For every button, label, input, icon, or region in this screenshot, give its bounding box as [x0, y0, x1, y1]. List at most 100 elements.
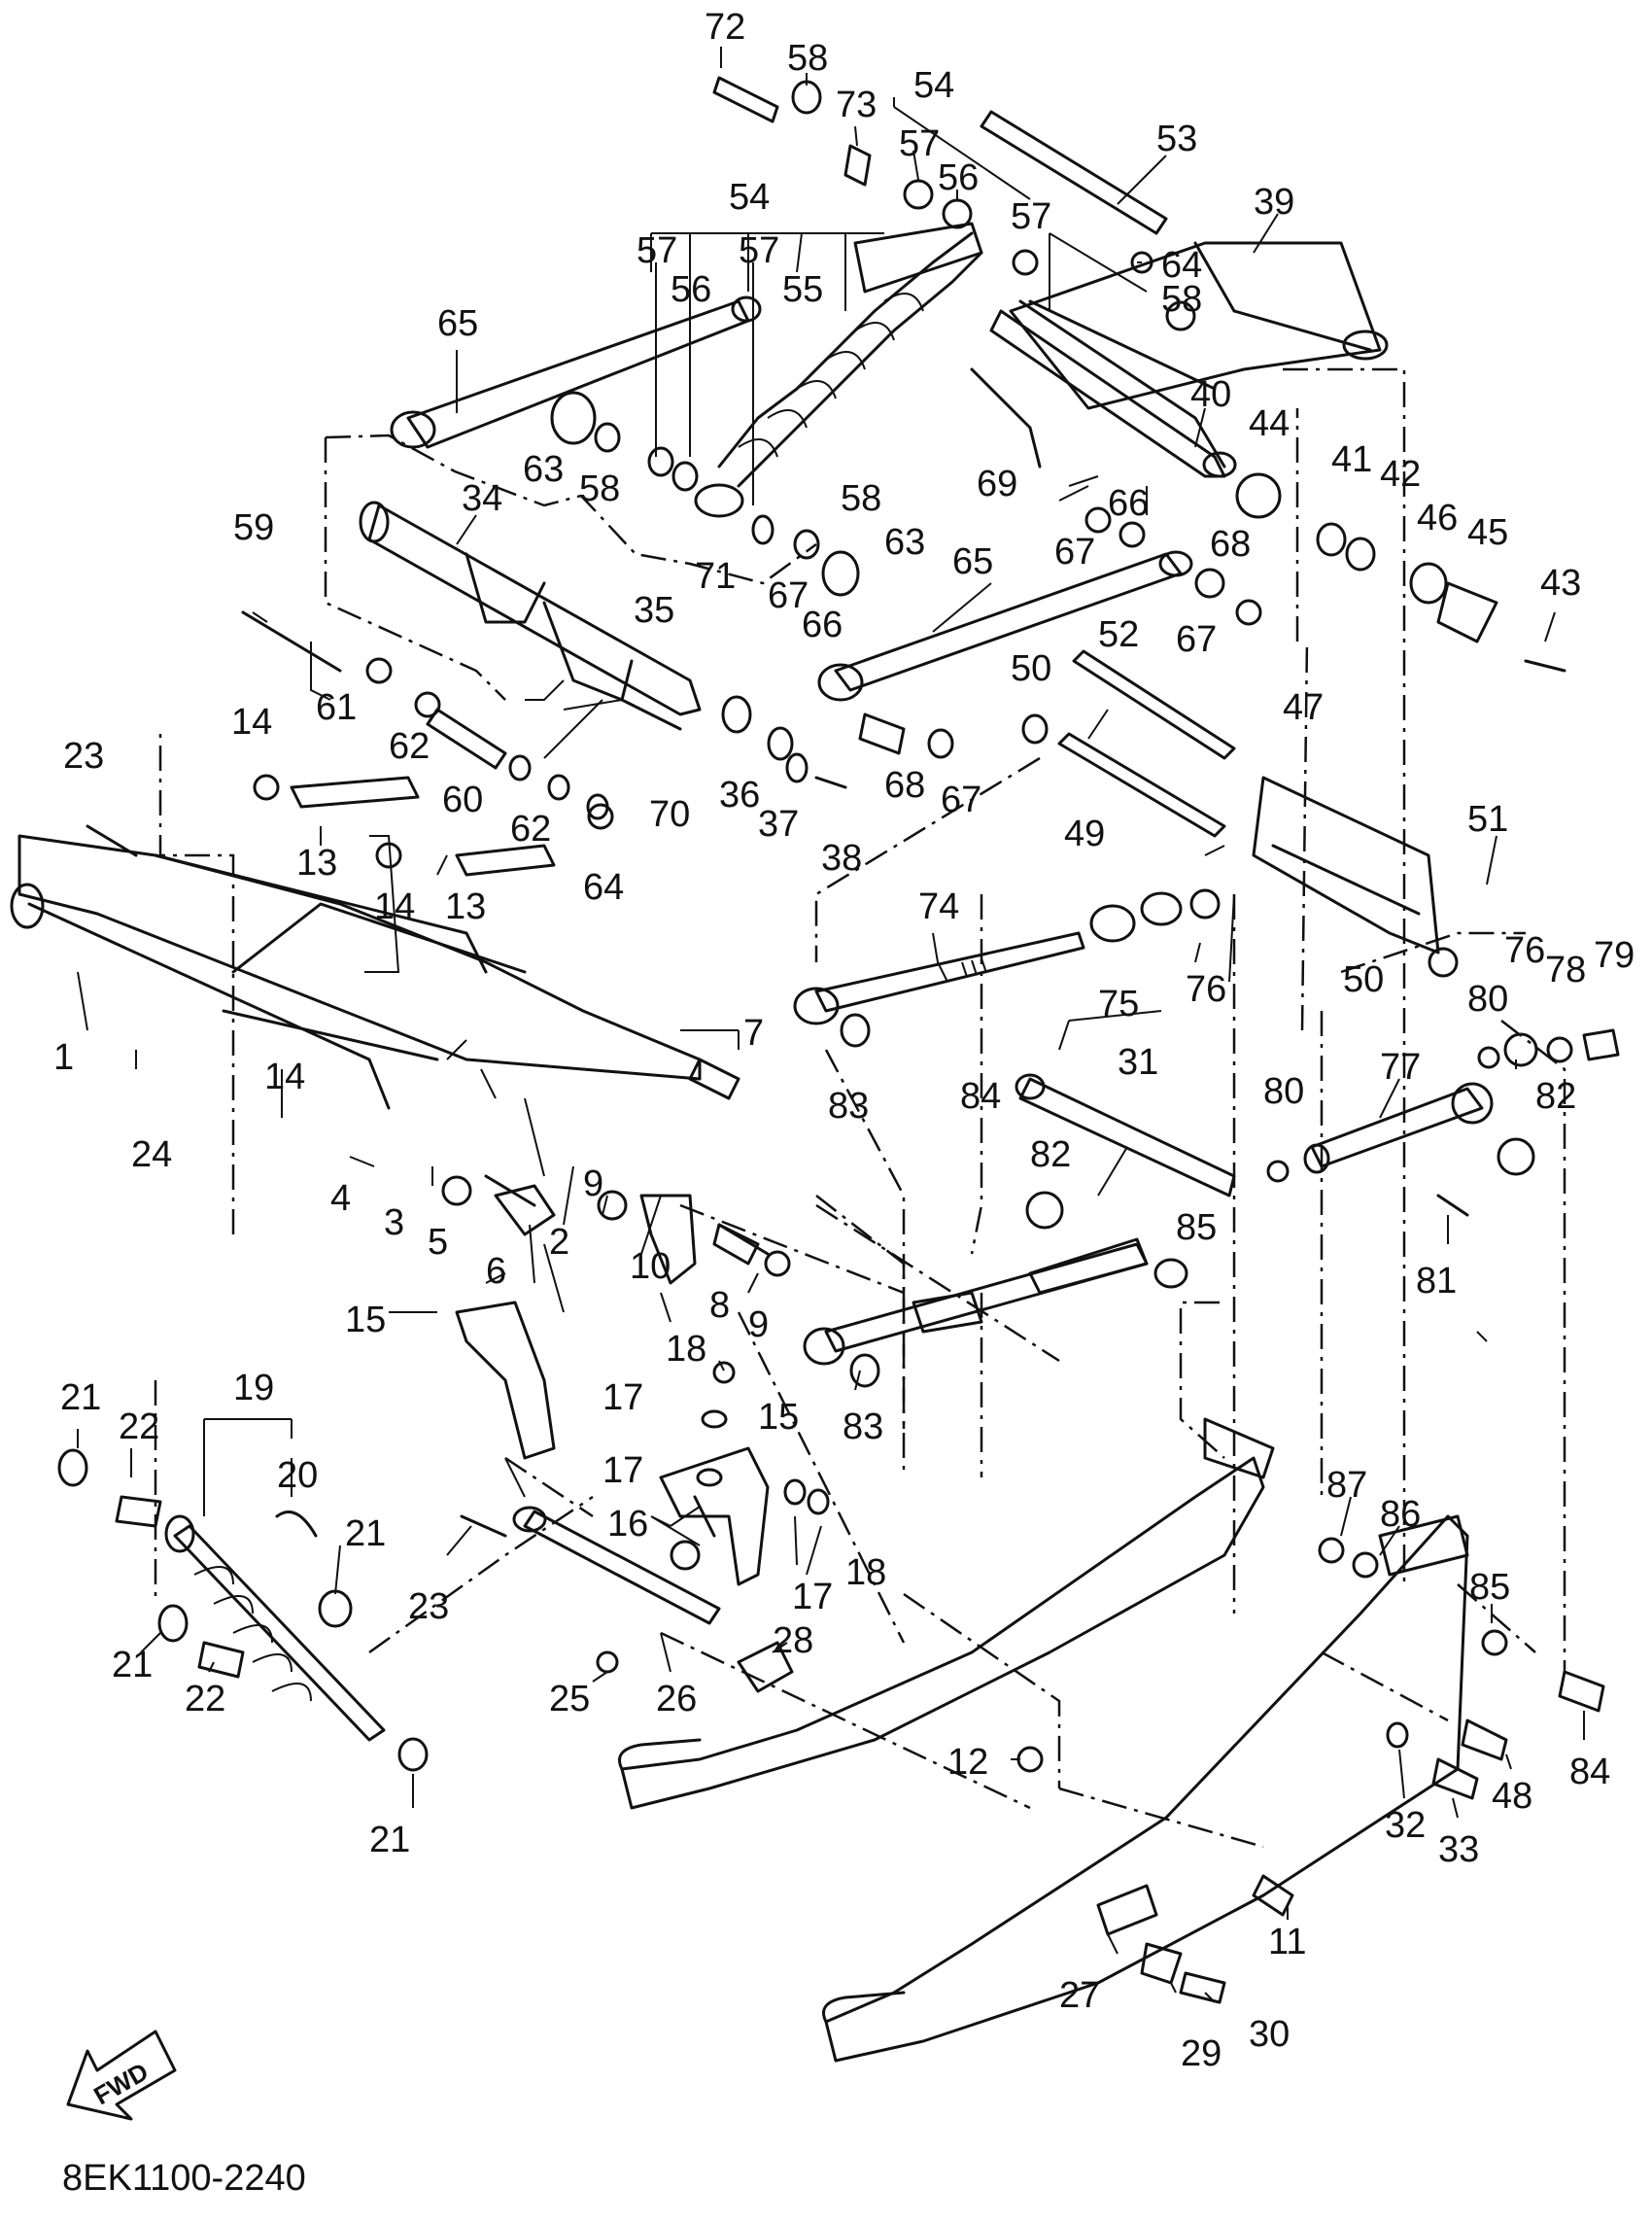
callout-73: 73 [836, 85, 877, 125]
callout-83: 83 [843, 1406, 883, 1447]
callout-17: 17 [602, 1450, 643, 1491]
callout-58: 58 [579, 469, 620, 509]
shaft-34 [359, 501, 702, 716]
callout-20: 20 [277, 1455, 318, 1496]
callout-52: 52 [1098, 614, 1139, 655]
callout-43: 43 [1540, 563, 1581, 604]
arm-65-upper [390, 295, 762, 449]
callout-67: 67 [941, 780, 981, 820]
lower-rail-1 [618, 1417, 1275, 1810]
callout-53: 53 [1156, 119, 1197, 159]
callout-11: 11 [1268, 1922, 1306, 1962]
rear-shock-upper [694, 222, 983, 518]
callout-71: 71 [695, 556, 736, 597]
callout-21: 21 [60, 1377, 101, 1418]
callout-16: 16 [607, 1504, 648, 1545]
callout-68: 68 [884, 765, 925, 806]
callout-3: 3 [384, 1202, 404, 1243]
callout-84: 84 [1569, 1752, 1610, 1792]
callout-45: 45 [1467, 512, 1508, 553]
callout-18: 18 [845, 1552, 886, 1593]
callout-60: 60 [442, 780, 483, 820]
callout-27: 27 [1059, 1975, 1100, 2016]
callout-29: 29 [1181, 2033, 1222, 2074]
callout-9: 9 [748, 1304, 769, 1345]
callout-56: 56 [938, 157, 979, 198]
callout-46: 46 [1417, 498, 1458, 538]
callout-79: 79 [1594, 935, 1635, 976]
callout-40: 40 [1190, 374, 1231, 415]
arm-65-lower [817, 550, 1193, 702]
drawing-code: 8EK1100-2240 [62, 2158, 306, 2199]
callout-6: 6 [486, 1251, 506, 1292]
callout-8: 8 [709, 1285, 730, 1326]
callout-62: 62 [510, 809, 551, 850]
callout-23: 23 [408, 1586, 449, 1627]
callout-76: 76 [1186, 969, 1226, 1010]
rod-53 [980, 110, 1168, 235]
callout-65: 65 [952, 541, 993, 582]
callout-13: 13 [296, 843, 337, 884]
callout-58: 58 [841, 478, 881, 519]
assembly-lines [154, 367, 1566, 1849]
callout-41: 41 [1331, 439, 1372, 480]
callout-55: 55 [782, 269, 823, 310]
callout-57: 57 [739, 230, 779, 271]
callout-13: 13 [445, 886, 486, 927]
callout-67: 67 [768, 575, 809, 616]
callout-75: 75 [1098, 984, 1139, 1024]
callout-67: 67 [1054, 532, 1095, 573]
callout-25: 25 [549, 1679, 590, 1719]
callout-74: 74 [918, 886, 959, 927]
callout-63: 63 [884, 522, 925, 563]
callout-49: 49 [1064, 814, 1105, 854]
callout-86: 86 [1380, 1494, 1421, 1535]
upper-frame-assembly [970, 241, 1389, 469]
callout-12: 12 [947, 1742, 988, 1783]
callout-62: 62 [389, 726, 430, 767]
callout-48: 48 [1492, 1776, 1532, 1817]
fwd-arrow: FWD [66, 2030, 177, 2121]
callout-82: 82 [1030, 1134, 1071, 1175]
callout-82: 82 [1535, 1076, 1576, 1117]
callout-labels: 72 58 73 54 57 56 53 54 57 64 39 57 56 5… [53, 7, 1635, 2074]
callout-58: 58 [1161, 279, 1202, 320]
callout-47: 47 [1283, 687, 1324, 728]
callout-36: 36 [719, 775, 760, 816]
callout-14: 14 [231, 702, 272, 743]
callout-64: 64 [583, 867, 624, 908]
callout-17: 17 [602, 1377, 643, 1418]
callout-30: 30 [1249, 2014, 1290, 2055]
callout-38: 38 [821, 838, 862, 879]
callout-57: 57 [899, 123, 940, 164]
crossbar-26 [512, 1506, 721, 1625]
leader-lines [77, 47, 1585, 2003]
callout-80: 80 [1467, 979, 1508, 1020]
callout-72: 72 [705, 7, 745, 48]
callout-21: 21 [345, 1513, 386, 1554]
callout-34: 34 [462, 478, 502, 519]
callout-80: 80 [1263, 1071, 1304, 1112]
callout-37: 37 [758, 804, 799, 845]
callout-33: 33 [1438, 1829, 1479, 1870]
callout-70: 70 [649, 794, 690, 835]
callout-56: 56 [671, 269, 711, 310]
callout-5: 5 [428, 1222, 448, 1263]
rear-shock-lower [164, 1514, 386, 1742]
callout-32: 32 [1385, 1805, 1426, 1846]
callout-35: 35 [634, 590, 674, 631]
callout-66: 66 [802, 605, 843, 645]
callout-63: 63 [523, 449, 564, 490]
callout-50: 50 [1343, 959, 1384, 1000]
callout-57: 57 [637, 230, 677, 271]
callout-54: 54 [729, 177, 770, 218]
main-swing-arm-frame [10, 834, 702, 1110]
callout-15: 15 [758, 1397, 799, 1438]
shaft-31 [1015, 1073, 1236, 1198]
callout-28: 28 [773, 1620, 813, 1661]
rods-49-52 [1057, 649, 1236, 838]
callout-78: 78 [1545, 950, 1586, 990]
callout-17: 17 [792, 1577, 833, 1617]
callout-50: 50 [1011, 648, 1051, 689]
